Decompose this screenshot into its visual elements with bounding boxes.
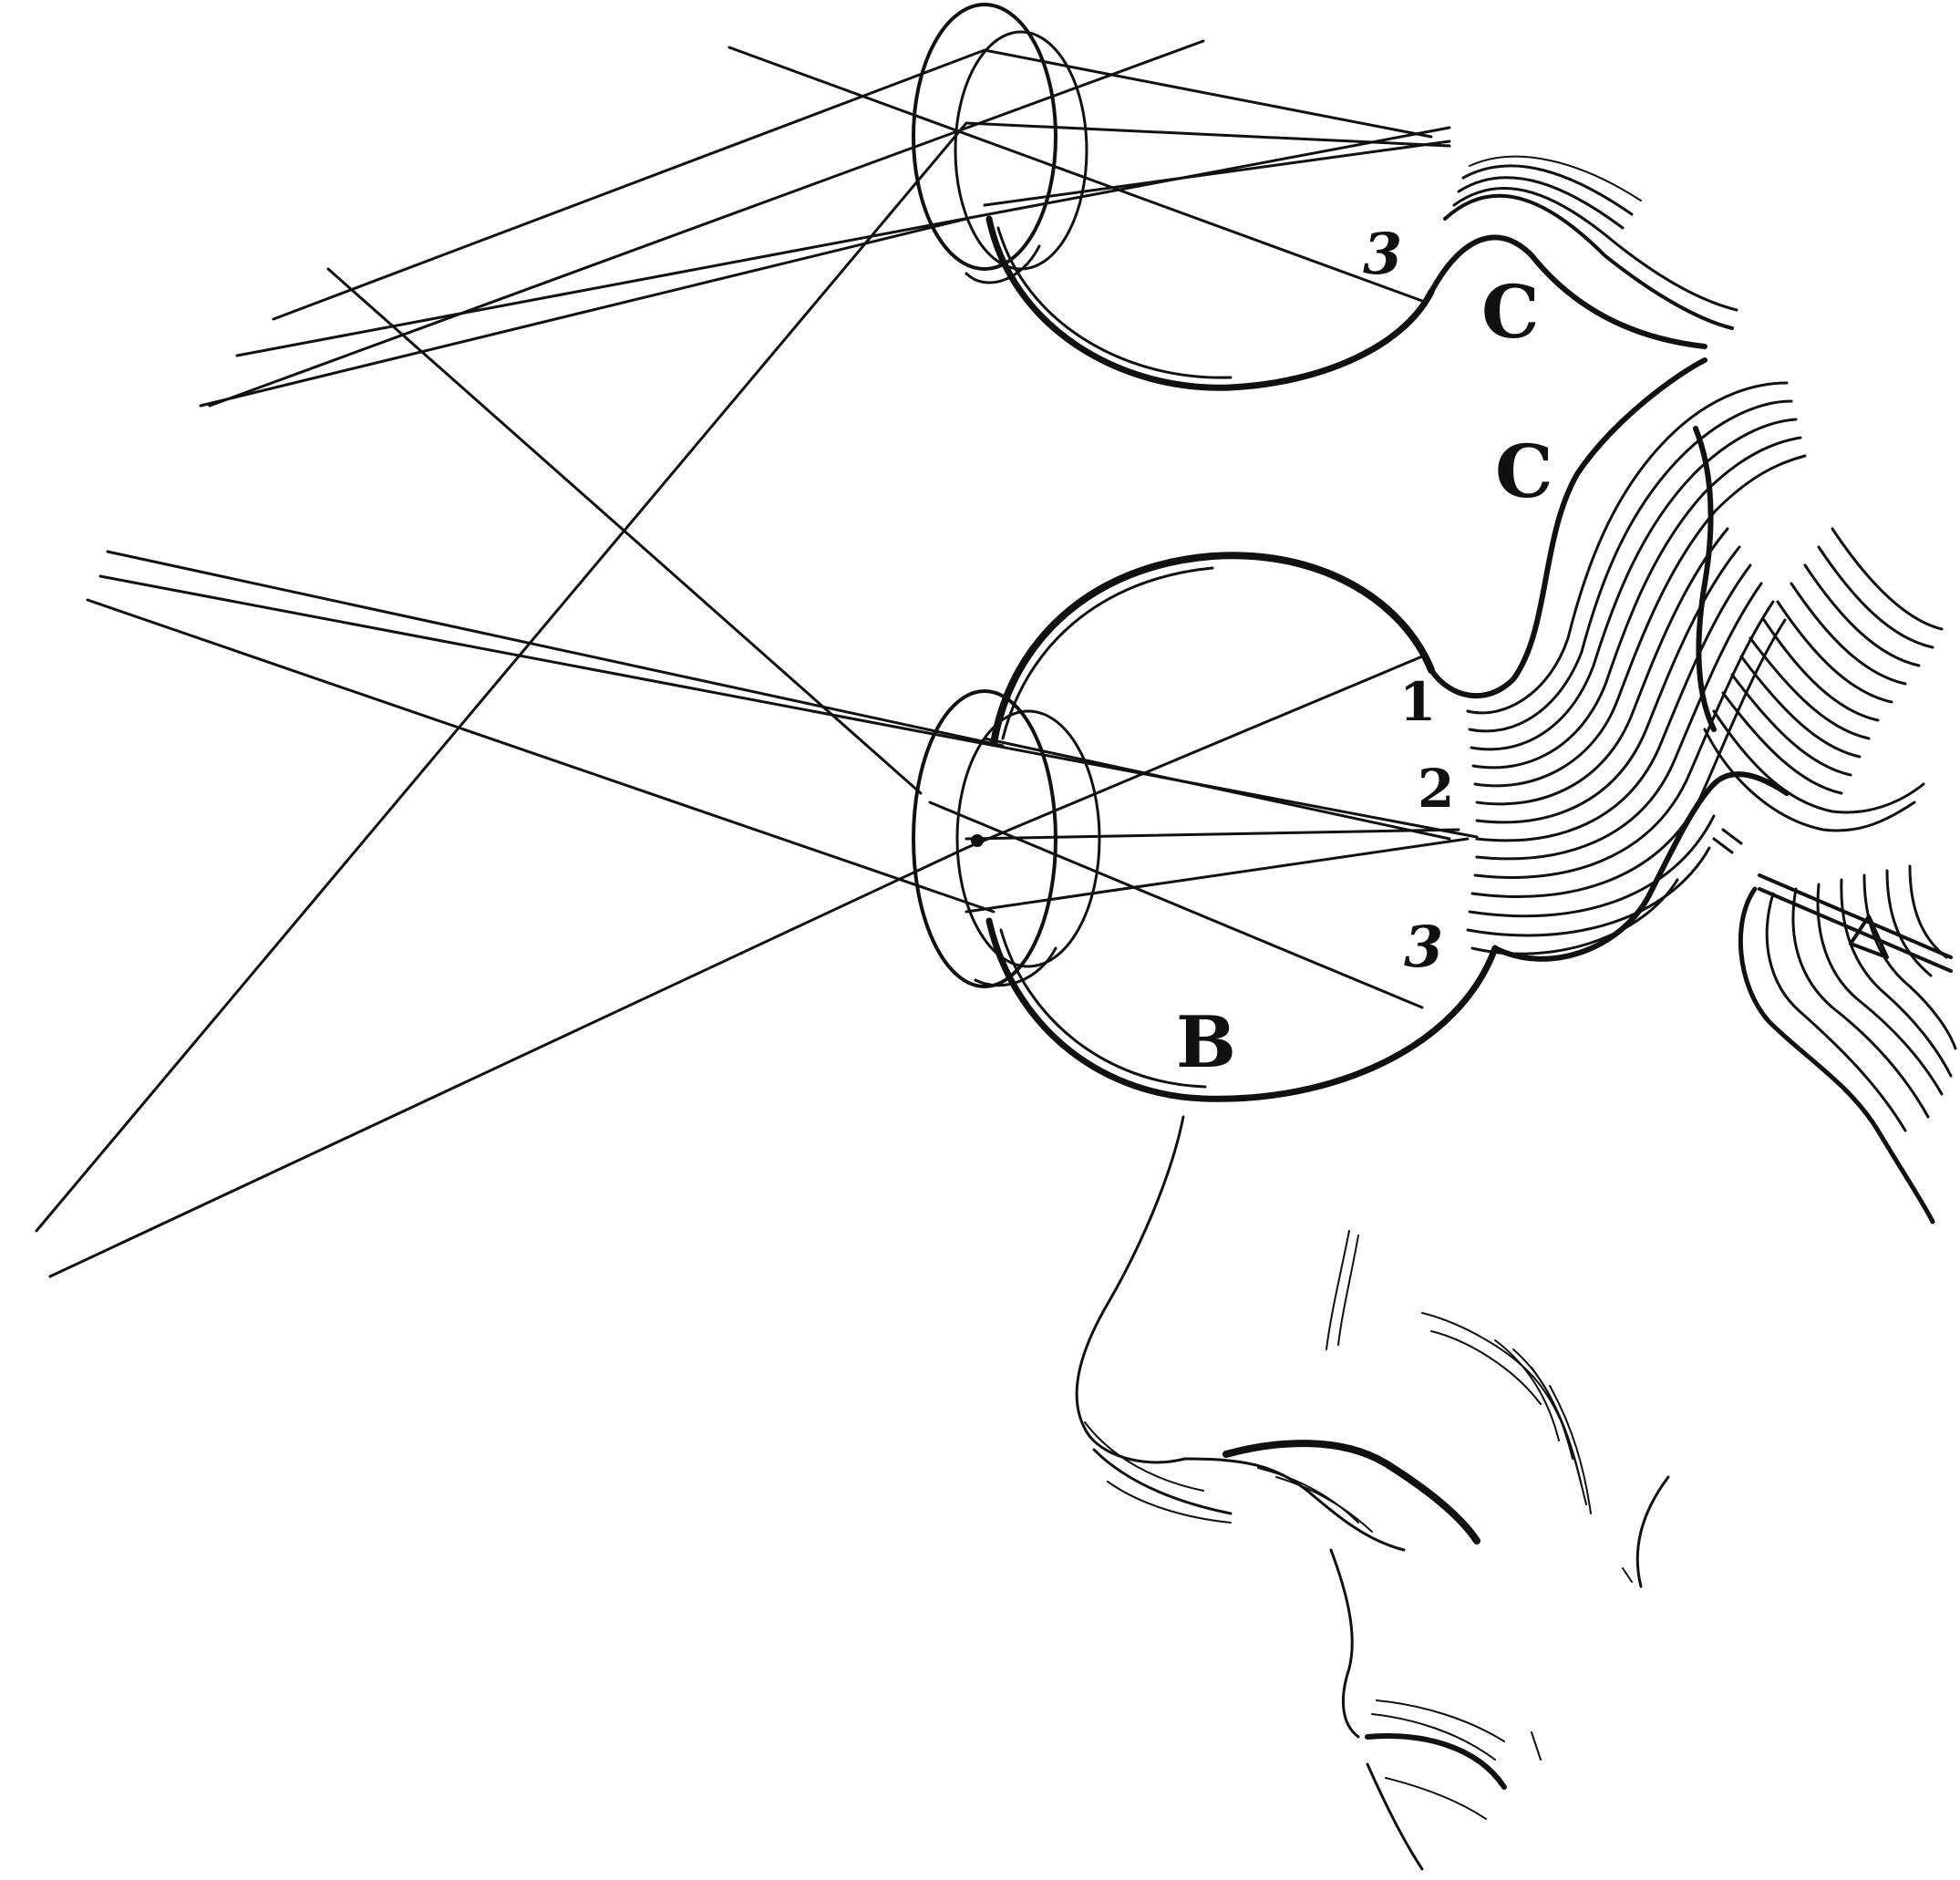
brain-hatching [1705,529,1955,1222]
lower-eye [913,360,1705,1099]
label-lower-point-1: 1 [1399,671,1436,733]
face-profile [1077,1117,1668,1869]
upper-optic-nerve [1431,237,1705,346]
label-upper-point-3: 3 [1363,221,1402,287]
lower-eyeball-wall [994,555,1431,743]
upper-eye [913,5,1737,387]
nose-bridge [1077,1117,1185,1462]
lower-rays [50,552,1477,1276]
label-upper-nerve-c: C [1481,269,1540,355]
label-lower-point-3: 3 [1404,914,1443,980]
label-lower-point-2: 2 [1418,758,1454,820]
label-lower-nerve-c: C [1495,429,1553,514]
label-lower-b: B [1176,1001,1236,1084]
upper-cornea [913,5,1056,269]
upper-lip [1331,1550,1358,1737]
